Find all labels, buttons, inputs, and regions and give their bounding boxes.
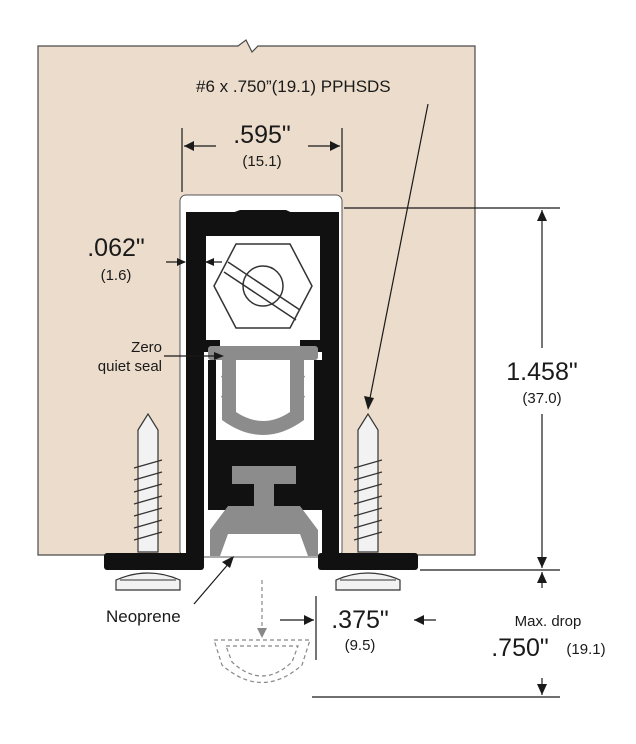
width-dim-metric: (15.1) [242,153,281,170]
height-dim-metric: (37.0) [522,390,561,407]
screw-label: #6 x .750”(19.1) PPHSDS [196,77,391,96]
zero-quiet-seal [208,346,318,435]
max-drop-metric: (19.1) [566,641,605,658]
neoprene-leader [193,561,231,605]
seal-label-line2: quiet seal [98,358,162,375]
screw-leader [369,103,429,399]
max-drop-dimension [312,572,560,698]
drop-width-imperial: .375" [331,606,389,634]
height-dim-imperial: 1.458" [506,358,577,386]
neoprene-label: Neoprene [106,607,181,626]
max-drop-dashed [213,580,311,684]
height-dimension [344,207,560,571]
wall-dim-metric: (1.6) [101,267,132,284]
screw-left [115,412,181,591]
wall-dim-imperial: .062" [87,234,145,262]
drop-width-metric: (9.5) [345,637,376,654]
base-plate [104,553,418,570]
max-drop-label: Max. drop [515,613,582,630]
inner-carrier [195,210,332,352]
max-drop-imperial: .750" [491,634,549,662]
hex-nut [213,243,313,329]
screw-right [335,412,401,591]
width-dim-imperial: .595" [233,121,291,149]
wall-dimension [166,258,222,266]
seal-label-line1: Zero [131,339,162,356]
neoprene-seal [210,466,318,556]
width-dimension [181,128,343,192]
drop-width-dimension [280,596,436,660]
